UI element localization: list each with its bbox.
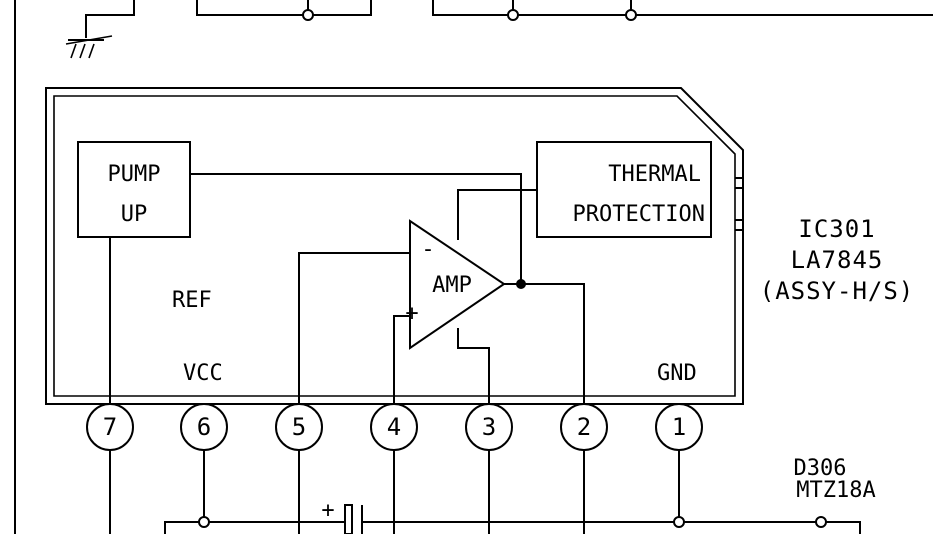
pin-1: 1 xyxy=(655,403,703,451)
ic-assy-label: (ASSY-H/S) xyxy=(760,277,915,305)
ic-designation: IC301 LA7845 (ASSY-H/S) xyxy=(760,215,915,305)
diode-ref-label: D306 xyxy=(794,456,847,481)
pin-5-label: 5 xyxy=(292,413,306,441)
pin-7-label: 7 xyxy=(103,413,117,441)
pump-up-block: PUMP UP xyxy=(77,141,191,238)
pin-2: 2 xyxy=(560,403,608,451)
ref-label: REF xyxy=(172,288,212,313)
pin-6: 6 xyxy=(180,403,228,451)
internal-wiring xyxy=(109,173,585,404)
pin-7: 7 xyxy=(86,403,134,451)
chassis-ground-icon xyxy=(65,15,113,59)
amp-opamp-symbol: AMP - + xyxy=(405,219,506,350)
pin-5: 5 xyxy=(275,403,323,451)
electrolytic-capacitor: + xyxy=(321,498,369,534)
output-junction-dot xyxy=(516,279,526,289)
pump-up-label-1: PUMP xyxy=(108,162,161,187)
external-wiring xyxy=(109,450,861,534)
pump-up-label-2: UP xyxy=(121,202,148,227)
protection-label: PROTECTION xyxy=(573,202,705,227)
diode-part-label: MTZ18A xyxy=(796,478,875,503)
thermal-label: THERMAL xyxy=(608,162,701,187)
pin-6-label: 6 xyxy=(197,413,211,441)
thermal-protection-block: THERMAL PROTECTION xyxy=(536,141,712,238)
diode-designation: D306 MTZ18A xyxy=(794,456,876,503)
vcc-label: VCC xyxy=(183,361,223,386)
amp-label: AMP xyxy=(432,273,472,298)
pin-3: 3 xyxy=(465,403,513,451)
ic-package-outline xyxy=(45,87,744,405)
top-partial-circuit xyxy=(85,0,933,38)
pin-4: 4 xyxy=(370,403,418,451)
amp-plus-label: + xyxy=(405,301,418,326)
pin-4-label: 4 xyxy=(387,413,401,441)
ic-part-label: LA7845 xyxy=(791,246,884,274)
amp-minus-label: - xyxy=(421,237,434,262)
pin-2-label: 2 xyxy=(577,413,591,441)
pin-3-label: 3 xyxy=(482,413,496,441)
pin-1-label: 1 xyxy=(672,413,686,441)
gnd-label: GND xyxy=(657,361,697,386)
capacitor-plus-label: + xyxy=(321,498,334,523)
ic-ref-label: IC301 xyxy=(798,215,875,243)
